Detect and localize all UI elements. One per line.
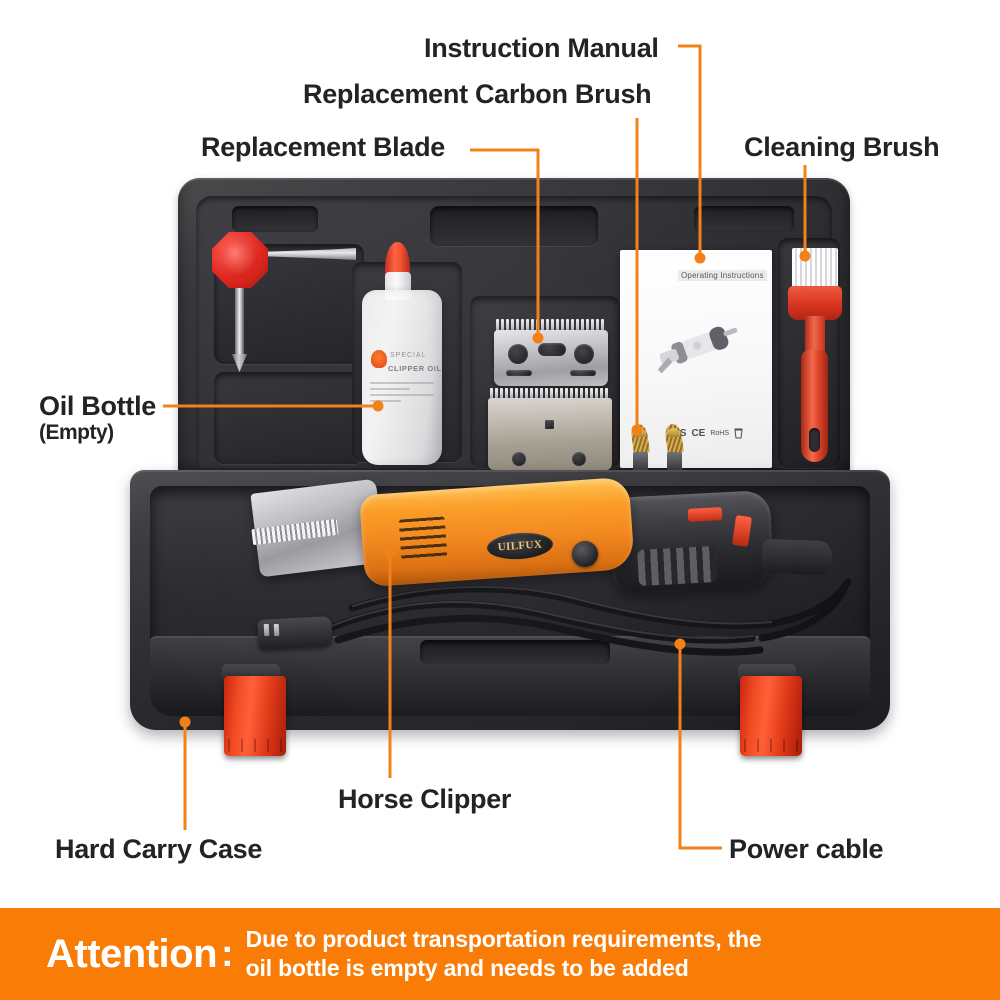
oil-bottle-fineprint (370, 382, 434, 406)
callout-power-cable: Power cable (729, 834, 884, 864)
cleaning-brush-hang-hole (809, 428, 820, 452)
carbon-brush-2 (663, 423, 686, 474)
latch-left[interactable] (224, 676, 286, 756)
weee-bin-icon (734, 428, 743, 439)
manual-title-text: Operating Instructions (678, 270, 767, 281)
cert-rohs: RoHS (710, 430, 730, 437)
oil-bottle-label-line2: CLIPPER OIL (388, 364, 442, 373)
oil-bottle-label-line1: SPECIAL (390, 352, 427, 359)
manual-product-illustration (657, 326, 738, 374)
case-base-grip-recess (420, 640, 610, 664)
callout-oil-bottle-label: Oil Bottle (39, 391, 156, 421)
attention-line-2: oil bottle is empty and needs to be adde… (245, 955, 689, 981)
horse-clipper-cable-strain-relief (761, 538, 833, 576)
attention-line-1: Due to product transportation requiremen… (245, 925, 762, 952)
cleaning-brush-neck (805, 316, 825, 356)
horse-clipper-air-vents (398, 516, 448, 560)
latch-right[interactable] (740, 676, 802, 756)
callout-horse-clipper: Horse Clipper (338, 784, 512, 814)
callout-oil-bottle-sublabel: (Empty) (39, 421, 114, 445)
attention-message: Due to product transportation requiremen… (246, 925, 906, 984)
horse-clipper-power-switch[interactable] (687, 507, 723, 522)
brand-text: UILFUX (497, 538, 543, 554)
product-photo: SPECIAL CLIPPER OIL Operating Instructio… (0, 0, 1000, 908)
screwdriver-flat-bit (268, 248, 356, 260)
cert-ce: CE (691, 428, 706, 439)
oil-bottle-logo-icon (371, 350, 387, 368)
callout-cleaning-brush: Cleaning Brush (744, 132, 940, 162)
replacement-blade-bottom (488, 398, 612, 470)
cleaning-brush-head (788, 286, 842, 320)
callout-replacement-carbon-brush: Replacement Carbon Brush (303, 79, 652, 109)
replacement-blade-top (494, 330, 608, 386)
plug-prong-2 (273, 623, 280, 637)
attention-word: Attention (46, 932, 218, 976)
callout-instruction-manual: Instruction Manual (424, 33, 659, 63)
callout-oil-bottle: Oil Bottle (Empty) (39, 392, 156, 444)
well-lower-left (214, 372, 364, 464)
horse-clipper-vent-fins (637, 545, 717, 587)
blade-bottom-teeth (490, 388, 608, 401)
horse-clipper-tension-knob[interactable] (572, 541, 598, 567)
lid-notch-left (232, 206, 318, 232)
callout-hard-carry-case: Hard Carry Case (55, 834, 263, 864)
screwdriver-shaft (235, 284, 244, 360)
callout-replacement-blade: Replacement Blade (201, 132, 445, 162)
lid-notch-right (694, 206, 794, 232)
attention-colon: : (221, 933, 234, 975)
screwdriver-handle-inner (222, 242, 258, 278)
attention-banner: Attention : Due to product transportatio… (0, 908, 1000, 1000)
plug-prong-1 (263, 623, 270, 637)
oil-bottle-body (362, 290, 442, 465)
